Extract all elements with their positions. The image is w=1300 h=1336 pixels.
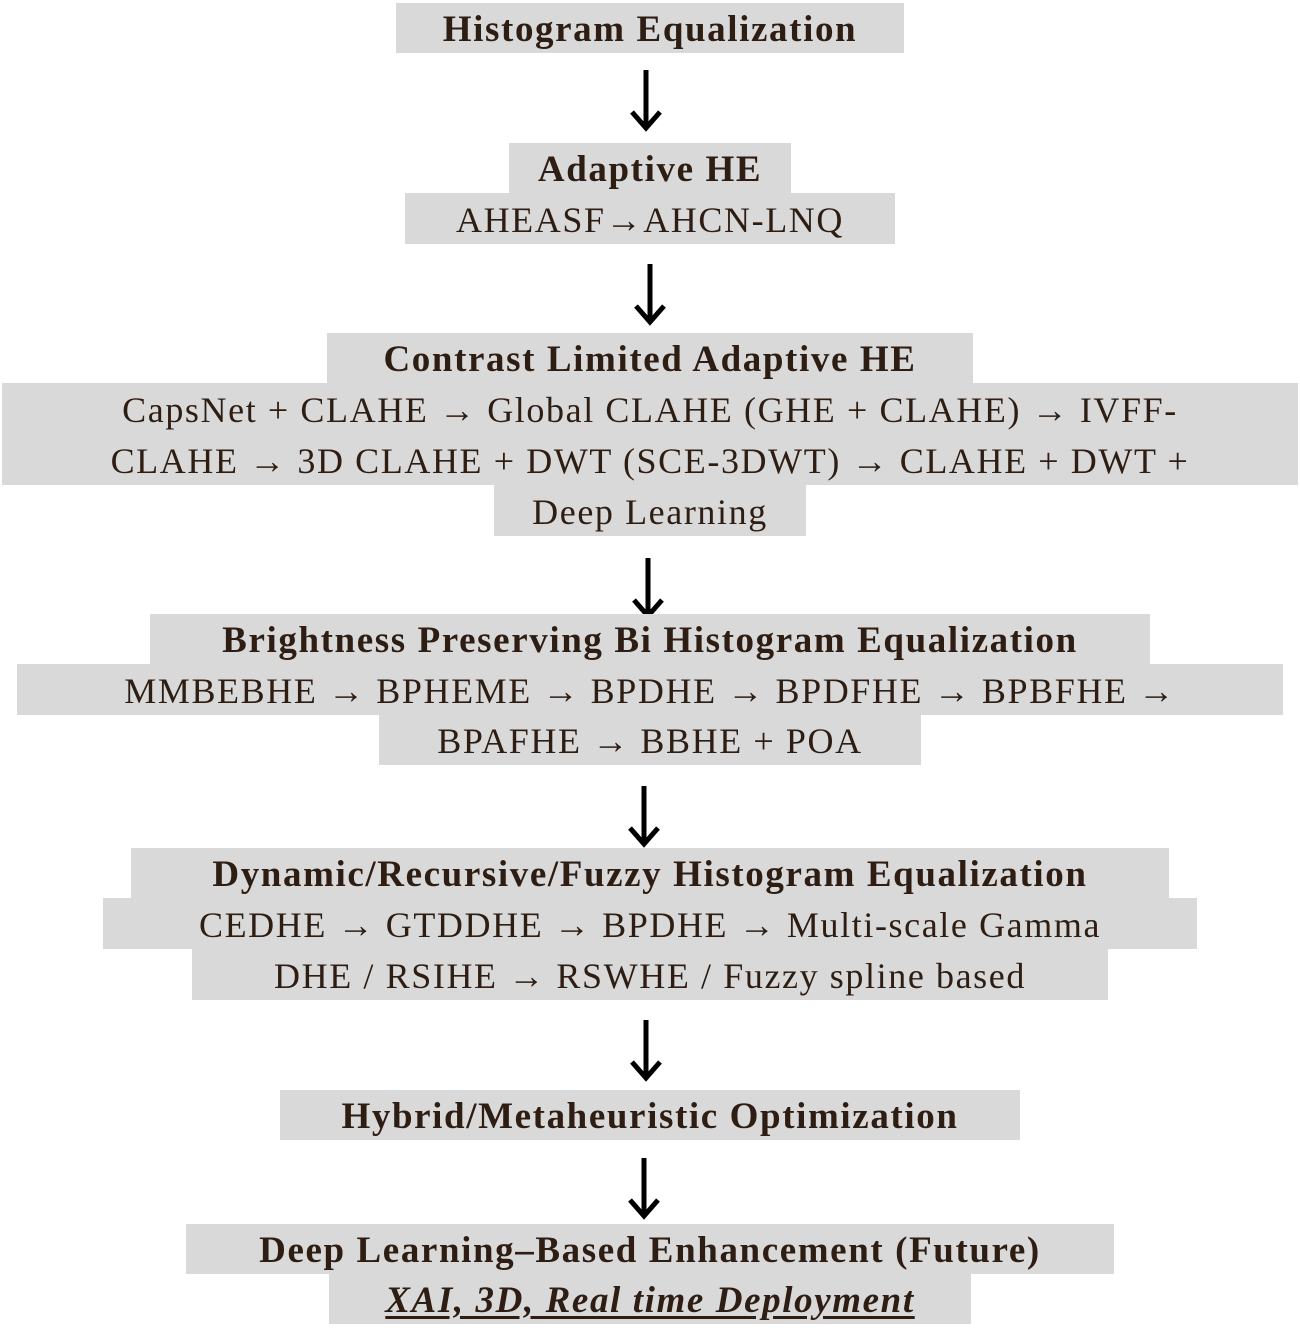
stage-dynamic-recursive-fuzzy-methods-line-2: DHE / RSIHE → RSWHE / Fuzzy spline based — [192, 949, 1108, 1000]
stage-histogram-equalization-title: Histogram Equalization — [396, 3, 904, 53]
stage-bphe-methods-line-2: BPAFHE → BBHE + POA — [379, 714, 921, 765]
down-arrow-icon — [628, 556, 668, 620]
down-arrow-icon — [626, 68, 666, 132]
stage-clahe-title: Contrast Limited Adaptive HE — [327, 333, 973, 383]
stage-adaptive-he-title: Adaptive HE — [509, 143, 791, 193]
stage-dynamic-recursive-fuzzy-title: Dynamic/Recursive/Fuzzy Histogram Equali… — [131, 848, 1169, 898]
stage-bphe-methods-line-1: MMBEBHE → BPHEME → BPDHE → BPDFHE → BPBF… — [17, 664, 1283, 715]
stage-deep-learning-future-directions: XAI, 3D, Real time Deployment — [329, 1274, 971, 1324]
stage-dynamic-recursive-fuzzy-methods-line-1: CEDHE → GTDDHE → BPDHE → Multi-scale Gam… — [103, 898, 1197, 949]
stage-clahe-methods-line-1: CapsNet + CLAHE → Global CLAHE (GHE + CL… — [2, 383, 1298, 434]
stage-clahe-methods-line-2: CLAHE → 3D CLAHE + DWT (SCE-3DWT) → CLAH… — [2, 434, 1298, 485]
stage-deep-learning-title: Deep Learning–Based Enhancement (Future) — [186, 1224, 1114, 1274]
stage-bphe-title: Brightness Preserving Bi Histogram Equal… — [150, 614, 1150, 664]
stage-clahe-methods-line-3: Deep Learning — [494, 485, 806, 536]
stage-hybrid-metaheuristic-title: Hybrid/Metaheuristic Optimization — [280, 1090, 1020, 1140]
stage-adaptive-he-methods: AHEASF→AHCN-LNQ — [405, 193, 895, 244]
down-arrow-icon — [624, 1156, 664, 1220]
down-arrow-icon — [624, 784, 664, 848]
down-arrow-icon — [630, 262, 670, 326]
down-arrow-icon — [626, 1018, 666, 1082]
